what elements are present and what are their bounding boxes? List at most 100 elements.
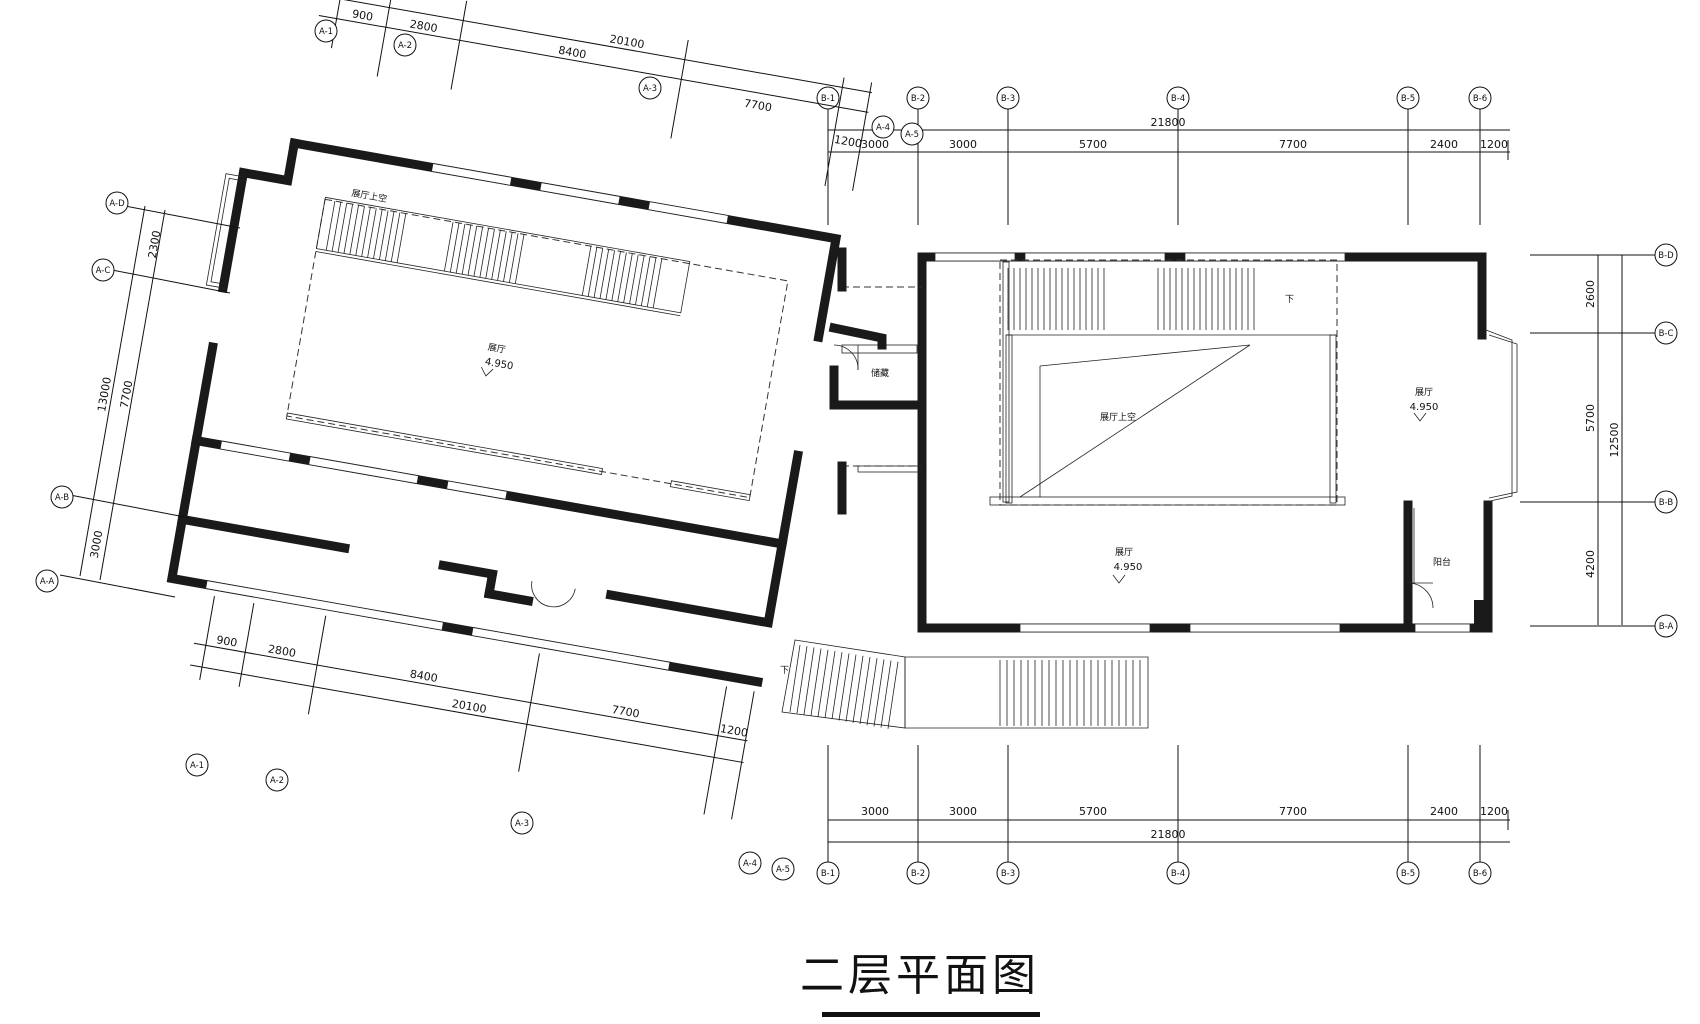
axis-b1-top: B-1 (821, 94, 835, 104)
b-bottom-dimensions: 3000 3000 5700 7700 2400 1200 21800 (827, 745, 1510, 862)
axis-b6-top: B-6 (1473, 94, 1487, 104)
title-underline (822, 1012, 1040, 1017)
stair-tread (831, 652, 843, 720)
stair-tread (449, 222, 460, 273)
b-bottom-axis-bubbles: B-1 B-2 B-3 B-4 B-5 B-6 (816, 861, 1492, 885)
stair-tread (461, 224, 472, 275)
stair-tread (803, 647, 815, 715)
stair-tread (485, 229, 495, 279)
stair-tread (491, 230, 501, 280)
dim-b-bottom-total: 21800 (1151, 828, 1186, 841)
axis-bd: B-D (1658, 251, 1674, 261)
dim-b-bottom-2: 3000 (949, 805, 977, 818)
axis-a1-bottom: A-1 (190, 761, 204, 771)
stair-tread (810, 648, 822, 716)
dim-a-left-1: 2300 (146, 229, 164, 259)
dim-b-right-2: 5700 (1584, 404, 1597, 432)
stair-down-mark-bottom: 下 (780, 666, 789, 676)
room-hall-void-right: 展厅上空 (1100, 411, 1136, 423)
stair-tread (509, 233, 519, 283)
stair-tread (593, 248, 604, 298)
stair-tread (373, 209, 383, 259)
axis-a3-bottom: A-3 (515, 819, 529, 829)
stair-tread (646, 257, 657, 307)
room-balcony: 阳台 (1433, 556, 1451, 568)
stair-tread (503, 232, 513, 282)
stair-tread (497, 231, 507, 281)
dim-b-bottom-4: 7700 (1279, 805, 1307, 818)
stair-tread (817, 649, 829, 717)
dim-a-bottom-5: 1200 (719, 722, 749, 740)
stair-tread (605, 250, 615, 300)
stair-tread (623, 253, 633, 303)
axis-ad: A-D (109, 199, 125, 209)
b-right-axis-bubbles: B-D B-C B-B B-A (1654, 243, 1678, 638)
axis-bc: B-C (1659, 329, 1674, 339)
dim-b-top-5: 2400 (1430, 138, 1458, 151)
dim-a-top-2: 2800 (409, 17, 439, 35)
axis-b4-bottom: B-4 (1171, 869, 1185, 879)
a-top-dimensions: 900 2800 8400 7700 1200 20100 (318, 0, 873, 191)
dim-a-top-1: 900 (351, 7, 374, 23)
a-left-dimensions: 2300 7700 3000 13000 (59, 204, 241, 598)
dim-b-right-3: 4200 (1584, 550, 1597, 578)
a-bottom-axis-bubbles: A-1 A-2 A-3 A-4 A-5 (185, 753, 795, 881)
dim-a-top-5: 1200 (833, 133, 863, 151)
stair-tread (361, 207, 371, 257)
axis-aa: A-A (40, 577, 55, 587)
axis-b2-bottom: B-2 (911, 869, 925, 879)
axis-b1-bottom: B-1 (821, 869, 835, 879)
stair-tread (880, 660, 892, 728)
stair-tread (789, 644, 801, 713)
axis-a5-bottom: A-5 (776, 865, 790, 875)
stair-tread (379, 210, 389, 260)
a-top-axis-bubbles: A-1 A-2 A-3 A-4 A-5 (314, 19, 924, 146)
elev-hall-right-upper: 4.950 (1410, 402, 1439, 413)
dim-a-bottom-2: 2800 (267, 642, 297, 660)
axis-b6-bottom: B-6 (1473, 869, 1487, 879)
stair-tread (473, 227, 484, 277)
stair-tread (629, 254, 639, 304)
dim-a-left-2: 7700 (118, 379, 136, 409)
axis-a2-bottom: A-2 (270, 776, 284, 786)
stair-tread (349, 205, 359, 255)
axis-b3-top: B-3 (1001, 94, 1015, 104)
axis-b5-bottom: B-5 (1401, 869, 1415, 879)
dim-b-top-3: 5700 (1079, 138, 1107, 151)
dim-a-bottom-total: 20100 (451, 697, 488, 716)
dim-a-top-total: 20100 (609, 32, 646, 51)
stair-tread (611, 251, 621, 301)
stair-tread (467, 225, 478, 276)
stair-tread (384, 211, 395, 261)
stair-tread (581, 246, 592, 296)
dim-a-left-total: 13000 (95, 376, 114, 413)
stair-tread (325, 200, 336, 251)
dim-a-left-3: 3000 (88, 529, 106, 559)
stair-tread (617, 252, 627, 302)
stair-tread (824, 650, 836, 719)
dim-a-bottom-1: 900 (215, 633, 238, 649)
stair-tread (845, 654, 857, 722)
axis-b4-top: B-4 (1171, 94, 1185, 104)
stair-tread (796, 646, 808, 714)
elev-hall-right-lower: 4.950 (1114, 562, 1143, 573)
dim-b-top-4: 7700 (1279, 138, 1307, 151)
stair-tread (455, 223, 466, 274)
dim-b-top-total: 21800 (1151, 116, 1186, 129)
b-block-stairs (1007, 268, 1255, 330)
stair-tread (635, 255, 645, 305)
b-top-axis-bubbles: B-1 B-2 B-3 B-4 B-5 B-6 (816, 86, 1492, 110)
axis-ac: A-C (96, 266, 111, 276)
axis-ab: A-B (55, 493, 69, 503)
axis-b2-top: B-2 (911, 94, 925, 104)
stair-tread (390, 212, 401, 262)
b-right-dimensions: 2600 5700 4200 12500 (1520, 254, 1655, 627)
stair-tread (355, 206, 365, 256)
b-top-dimensions: 21800 3000 3000 5700 7700 2400 1200 (827, 98, 1510, 225)
stair-tread (887, 661, 899, 729)
dim-b-top-2: 3000 (949, 138, 977, 151)
drawing-title: 二层平面图 (800, 950, 1040, 1001)
stair-tread (852, 655, 864, 723)
stair-tread (866, 658, 878, 726)
